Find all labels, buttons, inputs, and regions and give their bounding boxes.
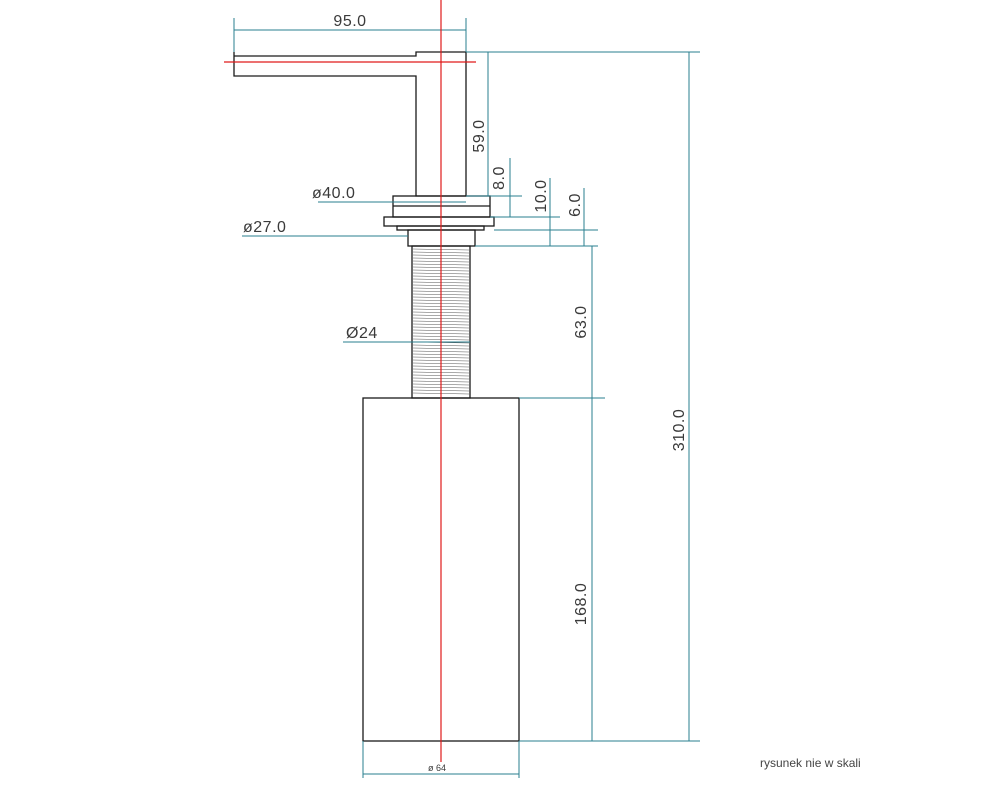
- scale-note: rysunek nie w skali: [760, 756, 861, 770]
- dim-thread-length: 63.0: [573, 305, 590, 338]
- dim-spout-height: 59.0: [471, 119, 488, 152]
- dim-collar-height: 8.0: [491, 166, 508, 190]
- spout-outline: [233, 51, 467, 197]
- dim-flange-total-height: 10.0: [533, 179, 550, 212]
- center-axes: [224, 0, 476, 762]
- dim-spout-length: 95.0: [333, 13, 366, 30]
- dim-bottle-diameter: ø 64: [428, 763, 446, 773]
- dispenser-outline: [233, 51, 520, 742]
- dim-flange-height: 6.0: [567, 193, 584, 217]
- dim-flange-diameter: ø27.0: [243, 219, 286, 236]
- dim-total-height: 310.0: [671, 409, 688, 452]
- dim-bottle-height: 168.0: [573, 583, 590, 626]
- dim-collar-diameter: ø40.0: [312, 185, 355, 202]
- dimension-labels: 95.0 59.0 8.0 10.0 6.0 ø40.0 ø27.0 Ø24 6…: [243, 13, 688, 773]
- dim-thread-diameter: Ø24: [346, 325, 378, 342]
- flange-outline: [383, 216, 495, 227]
